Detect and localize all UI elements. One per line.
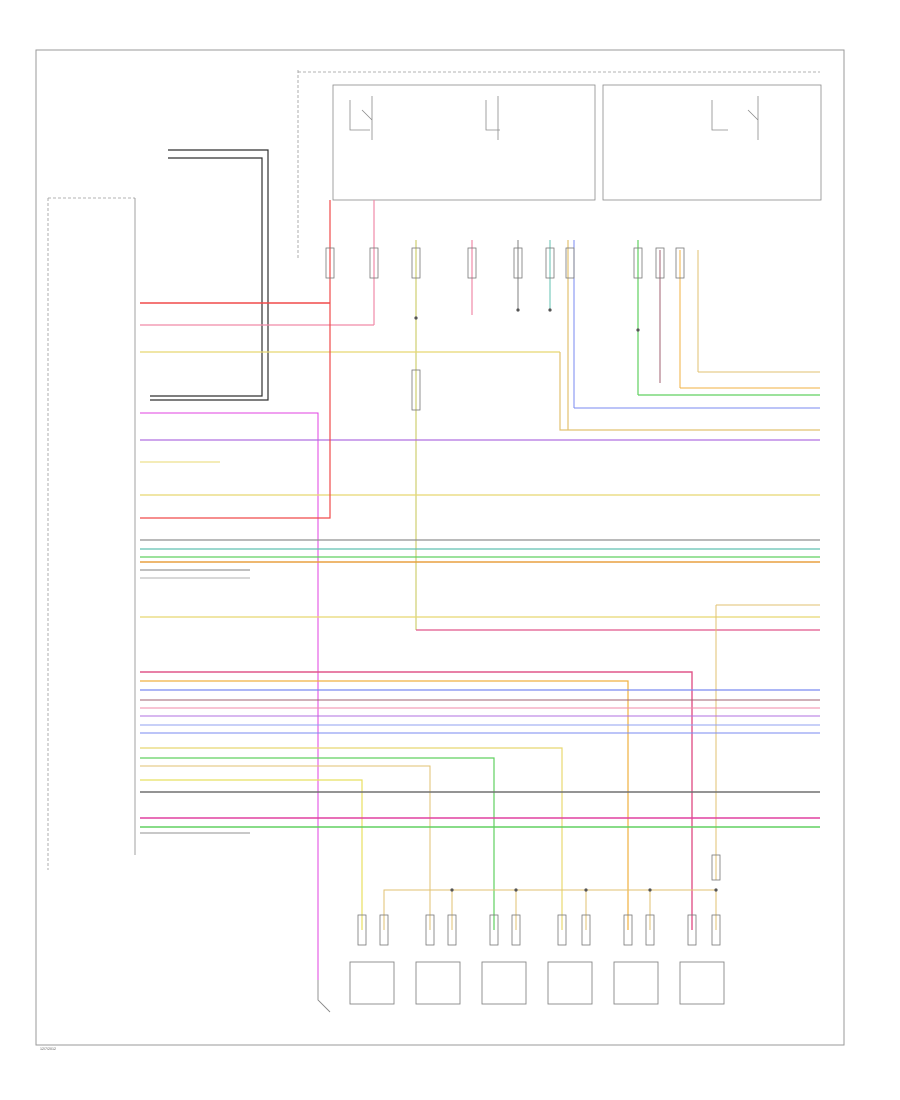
injector-1: [349, 961, 395, 1005]
diagram-frame: [35, 49, 845, 1046]
connector-stubs: [325, 247, 721, 946]
splice-points: [414, 308, 718, 892]
injector-5: [613, 961, 659, 1005]
figure-id: 12/7/2012: [40, 1047, 56, 1051]
fuse-relay-block: [297, 70, 822, 260]
injector-6: [679, 961, 725, 1005]
injector-4: [547, 961, 593, 1005]
horizontal-wires: [140, 302, 820, 980]
pcm-connector: [47, 197, 136, 870]
injector-3: [481, 961, 527, 1005]
fuel-injectors: [317, 961, 725, 1013]
black-wire-loop: [150, 149, 269, 401]
injector-2: [415, 961, 461, 1005]
